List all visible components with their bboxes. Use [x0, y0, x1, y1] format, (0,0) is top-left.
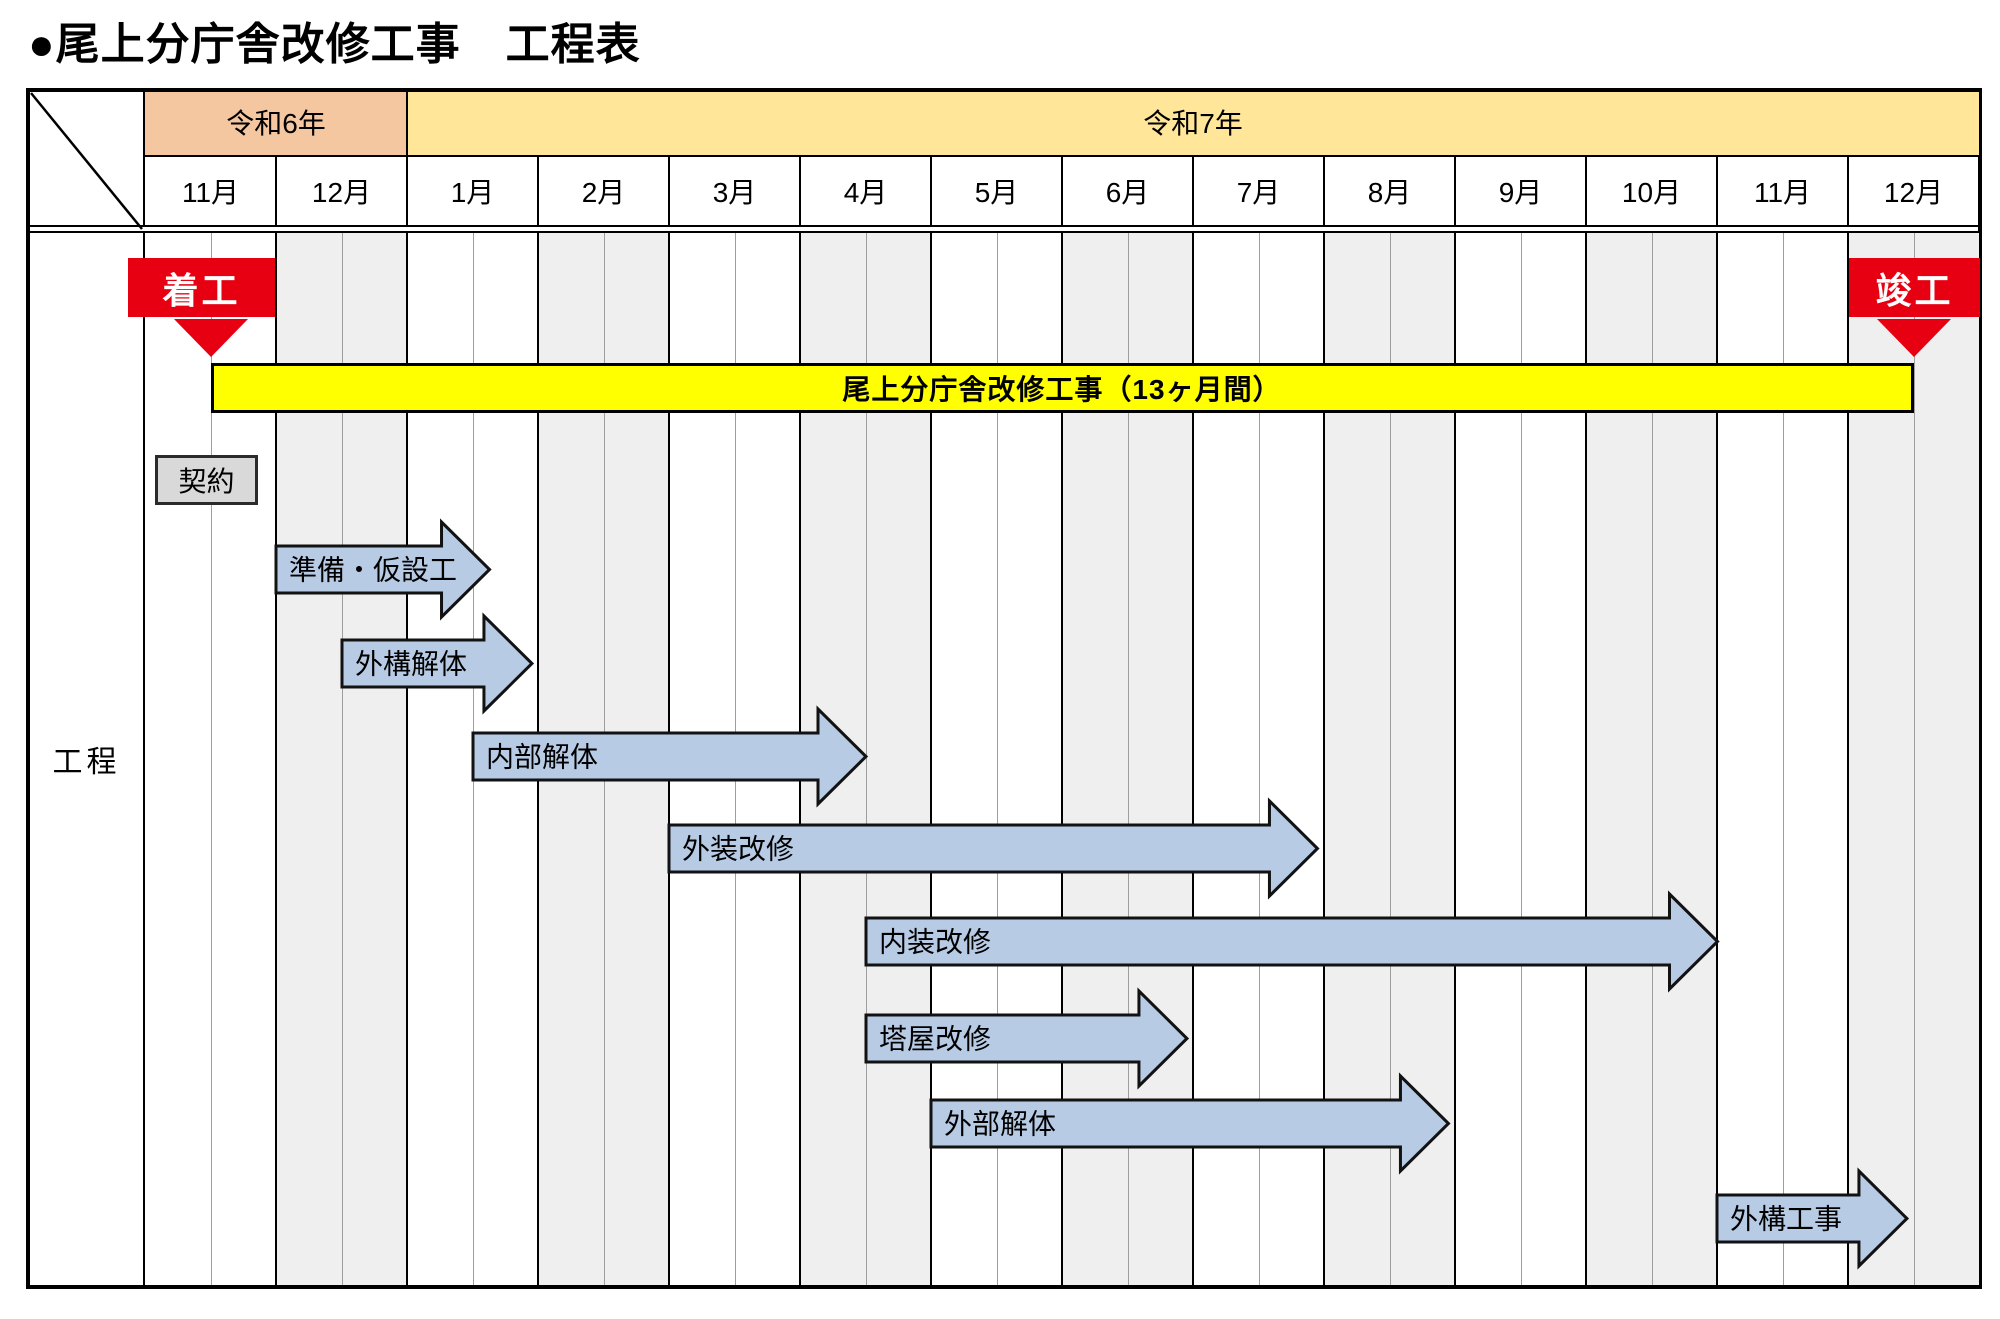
- corner-column-border: [143, 92, 145, 1285]
- month-gridline: [1716, 157, 1718, 225]
- task-label: 内部解体: [486, 742, 598, 773]
- year-month-divider: [143, 155, 1978, 157]
- task-label: 準備・仮設工: [289, 555, 457, 586]
- half-month-gridline: [1259, 233, 1260, 1285]
- task-arrow: 内部解体: [471, 705, 868, 808]
- start-milestone-label: 着工: [128, 258, 275, 317]
- task-arrow: 外装改修: [667, 797, 1320, 900]
- half-month-gridline: [1521, 233, 1522, 1285]
- month-header-cell: 8月: [1367, 177, 1412, 208]
- task-label: 外構解体: [355, 649, 467, 680]
- task-label: 外装改修: [682, 834, 794, 865]
- month-gridline: [1061, 157, 1063, 225]
- month-gridline: [1454, 157, 1456, 225]
- overall-duration-bar: 尾上分庁舎改修工事（13ヶ月間）: [210, 363, 1914, 413]
- header-bottom-line: [30, 225, 1978, 227]
- year-header-reiwa6: 令和6年: [145, 92, 407, 155]
- month-header-cell: 6月: [1105, 177, 1150, 208]
- task-arrow: 外部解体: [929, 1072, 1451, 1175]
- month-gridline: [406, 157, 408, 225]
- task-arrow: 準備・仮設工: [274, 518, 492, 621]
- contract-box: 契約: [155, 455, 258, 505]
- half-month-gridline: [211, 233, 212, 1285]
- half-month-gridline: [1652, 233, 1653, 1285]
- month-gridline: [537, 157, 539, 225]
- task-label: 内装改修: [879, 927, 991, 958]
- month-gridline: [930, 157, 932, 225]
- half-month-gridline: [997, 233, 998, 1285]
- month-gridline: [668, 157, 670, 225]
- month-gridline: [275, 157, 277, 225]
- month-header-cell: 11月: [181, 177, 240, 208]
- half-month-gridline: [342, 233, 343, 1285]
- month-header-cell: 12月: [311, 177, 372, 208]
- task-arrow: 内装改修: [864, 890, 1720, 993]
- month-header-cell: 2月: [581, 177, 626, 208]
- month-gridline: [1192, 157, 1194, 225]
- half-month-gridline: [1128, 233, 1129, 1285]
- year-header-reiwa7: 令和7年: [407, 92, 1979, 155]
- month-gridline: [1454, 233, 1456, 1285]
- month-gridline: [1716, 233, 1718, 1285]
- start-milestone-arrow-icon: [173, 319, 248, 357]
- month-gridline: [1847, 233, 1849, 1285]
- task-arrow: 塔屋改修: [864, 987, 1189, 1090]
- month-gridline: [799, 157, 801, 225]
- completion-milestone-label: 竣工: [1849, 258, 1980, 317]
- month-header-cell: 12月: [1883, 177, 1944, 208]
- month-gridline: [1192, 233, 1194, 1285]
- month-gridline: [1585, 233, 1587, 1285]
- task-arrow: 外構解体: [340, 612, 534, 715]
- corner-diagonal-line: [30, 92, 143, 230]
- task-label: 外構工事: [1730, 1204, 1842, 1235]
- half-month-gridline: [1783, 233, 1784, 1285]
- completion-milestone-arrow-icon: [1876, 319, 1951, 357]
- month-gridline: [1323, 233, 1325, 1285]
- month-header-cell: 4月: [843, 177, 888, 208]
- body-top-line: [30, 231, 1978, 233]
- month-header-cell: 5月: [974, 177, 1019, 208]
- month-gridline: [1061, 233, 1063, 1285]
- task-label: 外部解体: [944, 1109, 1056, 1140]
- side-label: 工程: [52, 746, 121, 779]
- month-header-cell: 3月: [712, 177, 757, 208]
- double-line-gap: [30, 227, 1978, 231]
- task-label: 塔屋改修: [879, 1024, 991, 1055]
- gantt-chart: 令和6年令和7年 11月 12月 1月 2月 3月 4月 5月 6月 7月 8月 9月 10月 11月 12…: [26, 88, 1982, 1289]
- half-month-gridline: [866, 233, 867, 1285]
- month-gridline: [275, 233, 277, 1285]
- task-arrow: 外構工事: [1715, 1167, 1910, 1270]
- month-gridline: [1847, 157, 1849, 225]
- month-header-cell: 11月: [1753, 177, 1812, 208]
- half-month-gridline: [1914, 233, 1915, 1285]
- month-header-cell: 9月: [1498, 177, 1543, 208]
- page-title: ●尾上分庁舎改修工事 工程表: [28, 20, 641, 69]
- month-gridline: [406, 233, 408, 1285]
- month-header-cell: 7月: [1236, 177, 1281, 208]
- half-month-gridline: [1390, 233, 1391, 1285]
- month-header-cell: 1月: [450, 177, 495, 208]
- month-gridline: [1323, 157, 1325, 225]
- month-gridline: [930, 233, 932, 1285]
- month-header-cell: 10月: [1621, 177, 1682, 208]
- month-gridline: [1585, 157, 1587, 225]
- year-divider: [406, 92, 408, 155]
